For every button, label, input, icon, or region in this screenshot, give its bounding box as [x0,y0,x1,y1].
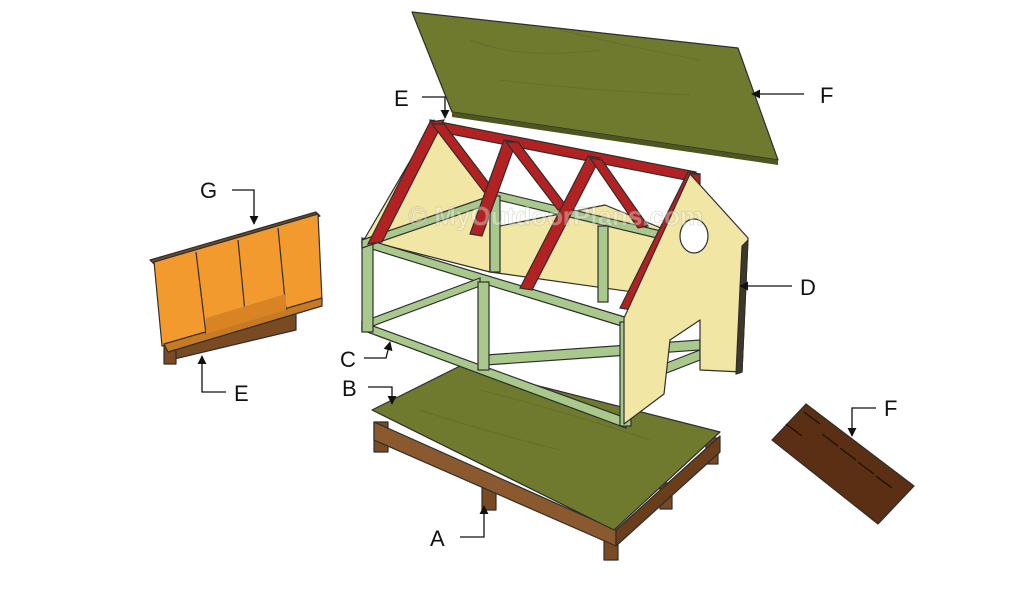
label-floor-supports-a: A [430,526,445,551]
label-roof-panel-f: F [820,83,833,108]
leader-lines [197,89,876,538]
side-wall [623,173,749,425]
floor-supports [373,421,721,561]
watermark-text: © MyOutdoorPlans.com [408,201,703,231]
wall-frame [361,189,701,429]
label-rafters-e: E [394,86,409,111]
floor-panel [371,365,721,531]
floor-assembly [371,365,721,561]
roof-panel [411,11,779,165]
ramp [771,403,915,525]
label-ramp-f: F [884,396,897,421]
label-side-wall-d: D [800,275,816,300]
label-nesting-box-base-e: E [234,381,249,406]
nesting-box [149,211,323,365]
label-nesting-box-top-g: G [200,178,217,203]
label-floor-b: B [342,376,357,401]
label-frame-c: C [340,347,356,372]
part-labels: F E G E D C B A F [200,83,897,551]
